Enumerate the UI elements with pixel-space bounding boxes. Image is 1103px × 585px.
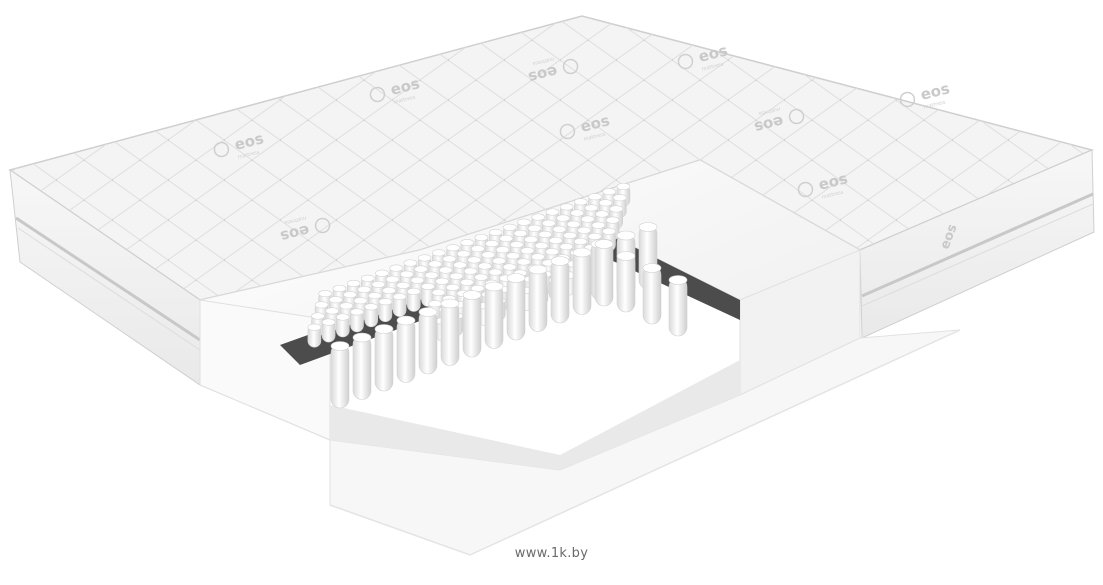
spring-coil (506, 273, 526, 341)
spring-coil (550, 256, 570, 324)
spring-coil (642, 263, 662, 325)
cover-logo-sub: mattress (923, 99, 946, 110)
mattress-right-side (859, 149, 1095, 339)
spring-coil (406, 287, 421, 312)
spring-coil (418, 307, 438, 375)
spring-coil (392, 293, 407, 317)
cover-logo-sub: mattress (821, 189, 844, 200)
spring-coil (572, 247, 592, 315)
spring-coil (378, 298, 393, 323)
spring-coil (594, 239, 614, 307)
spring-coil (440, 298, 460, 366)
foam-layer (199, 159, 961, 556)
cover-logo-sub: mattress (284, 214, 307, 225)
spring-coil (528, 264, 548, 332)
spring-coil (335, 313, 350, 338)
spring-coil (321, 318, 336, 343)
cover-logo-sub: mattress (393, 94, 416, 105)
pocket-springs (307, 182, 688, 409)
cover-logo-sub: mattress (701, 61, 724, 72)
cover-logo-text: eos (919, 79, 952, 104)
cover-logo-sub: mattress (758, 105, 781, 116)
spring-coil (352, 332, 372, 400)
spring-coil (668, 275, 688, 337)
spring-coil (364, 303, 379, 328)
spring-coil (396, 315, 416, 383)
cover-logo-sub: mattress (583, 131, 606, 142)
spring-coil (350, 308, 364, 333)
spring-coil (484, 281, 504, 349)
watermark-text: www.1k.by (514, 546, 589, 561)
spring-coil (374, 324, 394, 392)
cover-logo-sub: mattress (237, 149, 260, 160)
spring-coil (462, 290, 482, 358)
spring-coil (330, 341, 350, 409)
spring-coil (307, 323, 322, 348)
cover-logo-sub: mattress (532, 55, 555, 66)
spring-coil (616, 251, 636, 313)
